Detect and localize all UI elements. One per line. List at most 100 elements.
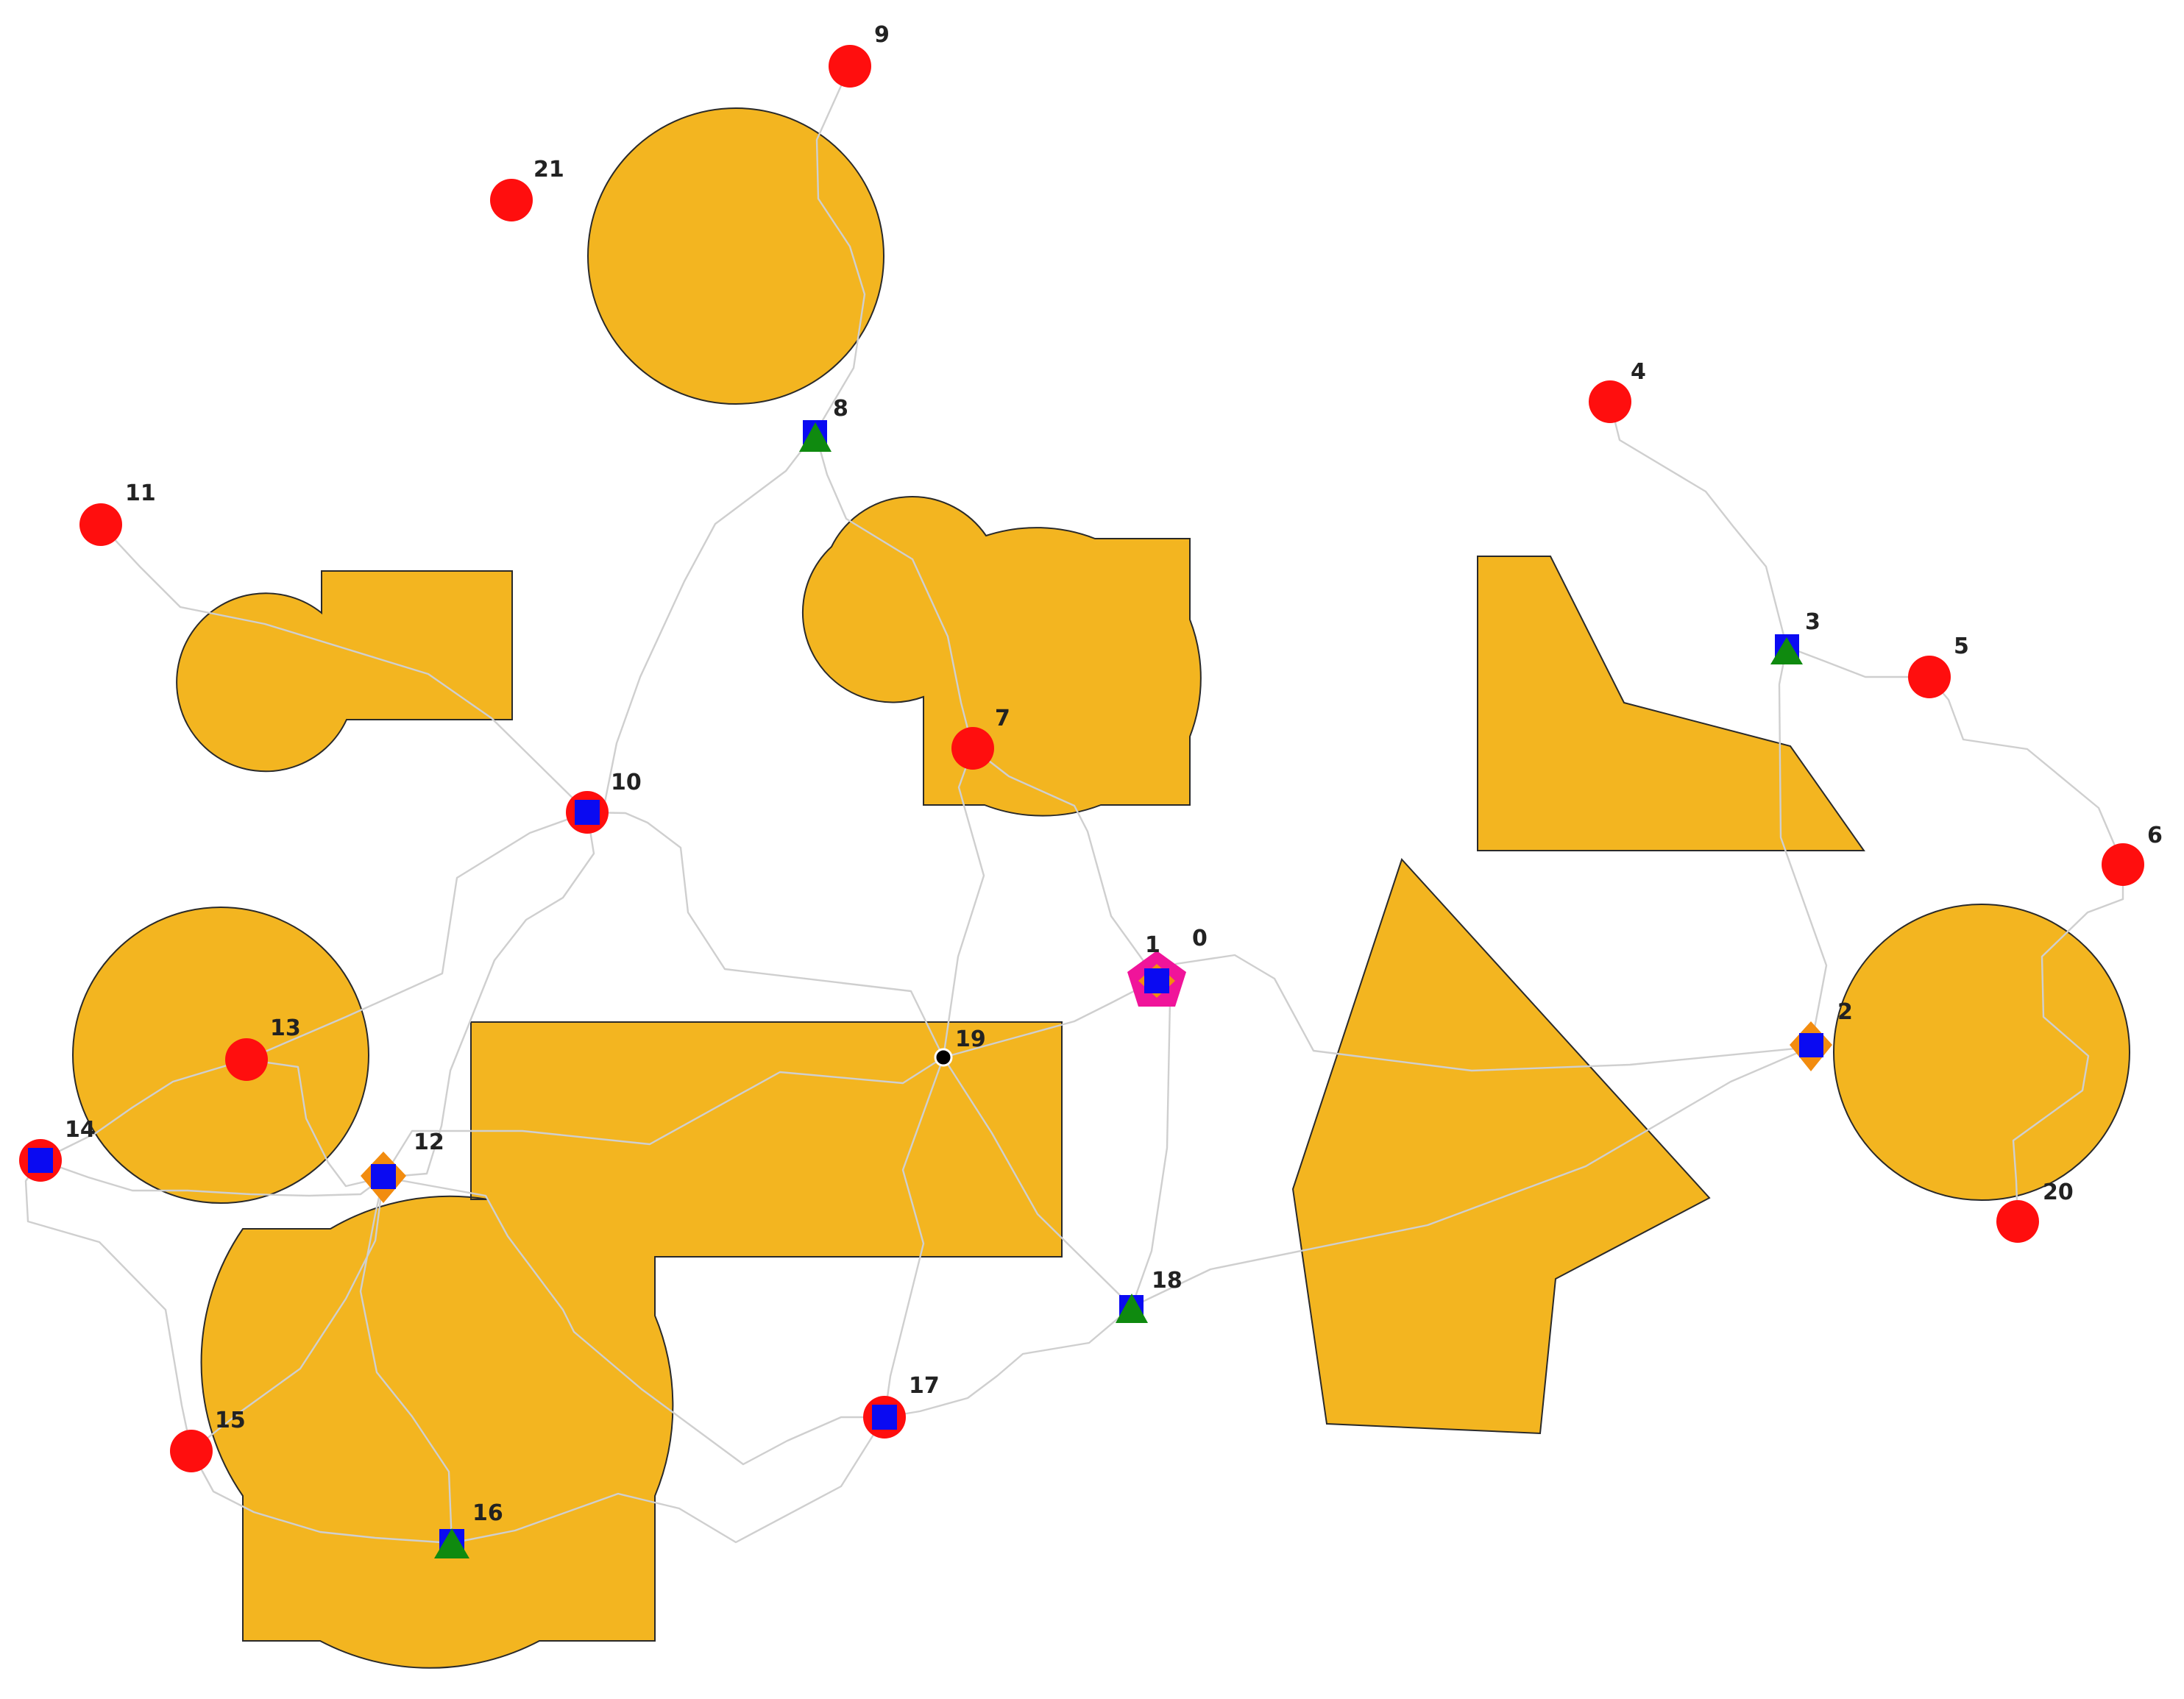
obstacle-big-composite	[200, 1021, 1063, 1669]
edge-4-3	[1609, 400, 1788, 648]
node-label: 17	[909, 1373, 940, 1399]
node-14[interactable]: 14	[19, 1117, 96, 1182]
edge-2-16	[1130, 1046, 1812, 1308]
circle-marker	[951, 727, 994, 770]
circle-marker	[934, 1048, 953, 1067]
node-18[interactable]: 18	[1116, 1268, 1183, 1323]
node-21[interactable]: 21	[490, 157, 564, 221]
edge-14-12	[39, 1159, 385, 1197]
edge-15-16	[190, 1416, 886, 1544]
obstacle-circle-top	[587, 107, 884, 405]
obstacle-kite-right	[1291, 858, 1711, 1435]
node-label: 1	[1145, 932, 1160, 958]
node-5[interactable]: 5	[1908, 634, 1969, 698]
circle-marker	[225, 1038, 268, 1081]
edge-5-6	[1928, 675, 2124, 866]
node-label: 11	[125, 480, 156, 506]
edge-8-7	[814, 431, 974, 750]
edge-0-2	[1174, 954, 1812, 1072]
node-13[interactable]: 13	[225, 1015, 301, 1081]
obstacles	[72, 107, 2130, 1669]
node-label: 21	[533, 157, 564, 182]
obstacle-blob-center	[801, 496, 1202, 817]
node-6[interactable]: 6	[2102, 823, 2163, 886]
node-17[interactable]: 17	[863, 1373, 940, 1439]
triangle-marker	[1116, 1294, 1148, 1323]
edge-7-1	[971, 747, 1158, 981]
node-7[interactable]: 7	[951, 706, 1010, 770]
node-2[interactable]: 2	[1790, 999, 1853, 1071]
edge-12-15	[382, 1176, 886, 1466]
node-label: 4	[1631, 359, 1646, 385]
node-label: 5	[1954, 634, 1969, 659]
node-3[interactable]: 3	[1770, 609, 1820, 664]
edge-17-18	[883, 1305, 1133, 1419]
node-label: 3	[1805, 609, 1820, 635]
edge-3-2	[1778, 645, 1828, 1049]
square-marker	[575, 800, 600, 825]
node-20[interactable]: 20	[1996, 1180, 2074, 1243]
node-label: 8	[833, 396, 848, 422]
square-marker	[872, 1405, 897, 1430]
node-label: 13	[270, 1015, 301, 1041]
node-label: 10	[611, 770, 642, 795]
edge-13-14	[39, 1058, 248, 1162]
triangle-marker	[434, 1528, 469, 1558]
node-19[interactable]: 19	[934, 1026, 986, 1067]
node-label: 6	[2147, 823, 2163, 848]
edge-11-10	[99, 523, 589, 814]
node-4[interactable]: 4	[1589, 359, 1646, 423]
node-label: 15	[215, 1408, 246, 1433]
node-0[interactable]: 0	[1127, 926, 1208, 1007]
square-marker	[1144, 968, 1169, 993]
square-marker	[1799, 1033, 1823, 1057]
node-11[interactable]: 11	[79, 480, 156, 546]
edge-13-12	[245, 1058, 385, 1188]
obstacle-keyhole-left	[176, 570, 513, 773]
node-12[interactable]: 12	[361, 1129, 444, 1203]
edge-9-8	[814, 65, 866, 434]
obstacle-circle-right	[1833, 904, 2130, 1201]
edges	[24, 65, 2124, 1544]
circle-marker	[2102, 843, 2144, 886]
circle-marker	[170, 1430, 213, 1472]
node-label: 12	[414, 1129, 444, 1155]
node-label: 7	[995, 706, 1010, 731]
node-label: 14	[65, 1117, 96, 1143]
node-8[interactable]: 8	[799, 396, 848, 452]
node-label: 18	[1152, 1268, 1183, 1294]
node-10[interactable]: 10	[566, 770, 642, 834]
node-label: 20	[2043, 1180, 2074, 1205]
edge-15-19	[190, 1176, 385, 1453]
node-label: 0	[1192, 926, 1208, 951]
obstacle-quad-right	[1477, 556, 1865, 851]
node-9[interactable]: 9	[829, 22, 890, 88]
edge-10-12	[382, 811, 595, 1179]
node-label: 2	[1837, 999, 1853, 1025]
square-marker	[28, 1148, 53, 1173]
circle-marker	[79, 503, 122, 546]
edge-10-13	[245, 811, 589, 1061]
node-1[interactable]: 1	[1145, 932, 1160, 958]
triangle-marker	[1770, 637, 1803, 664]
circle-marker	[1908, 656, 1951, 698]
obstacle-circle-left	[72, 907, 369, 1204]
edge-10-18	[586, 811, 1133, 1308]
triangle-marker	[799, 422, 832, 452]
node-label: 9	[874, 22, 890, 48]
edge-1-18	[1130, 978, 1171, 1308]
nodes: 0 1 2 3 4 5 6	[19, 22, 2163, 1558]
circle-marker	[1589, 380, 1631, 423]
node-16[interactable]: 16	[434, 1500, 503, 1558]
edge-12-16	[359, 1176, 453, 1544]
circle-marker	[829, 45, 871, 88]
circle-marker	[1996, 1200, 2039, 1243]
edge-8-10	[586, 431, 817, 814]
edge-6-20	[2012, 863, 2124, 1223]
edge-1-12	[382, 978, 1158, 1179]
circle-marker	[490, 179, 533, 221]
square-marker	[371, 1164, 396, 1189]
edge-3-5	[1785, 645, 1931, 678]
node-15[interactable]: 15	[170, 1408, 246, 1472]
